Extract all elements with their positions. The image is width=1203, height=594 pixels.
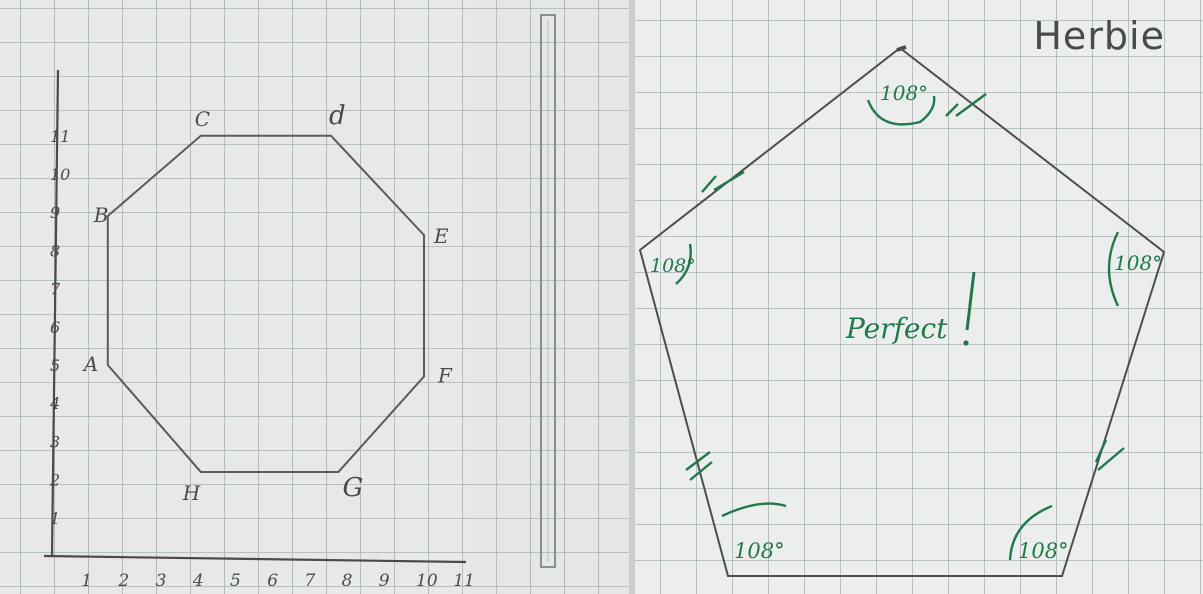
vertex-label: d [329,101,346,131]
x-tick-label: 4 [192,571,204,591]
y-axis-ticks: 1 2 3 4 5 6 7 8 9 10 11 [49,127,70,528]
vertex-label: C [195,107,210,131]
octagon-outline [106,134,425,473]
y-tick-label: 6 [50,318,60,337]
angle-label-bottom-right: 108° [1018,539,1069,563]
y-tick-label: 10 [50,165,70,184]
perfect-note: Perfect [845,271,976,346]
right-page [629,0,1203,594]
vertex-label: G [342,473,363,503]
x-tick-label: 2 [117,571,129,591]
angle-arcs [675,95,1120,561]
angle-labels: 108° 108° 108° 108° 108° [650,81,1162,563]
x-tick-label: 3 [156,571,167,591]
left-page [0,0,470,594]
y-tick-label: 7 [50,280,61,299]
x-tick-label: 8 [342,571,353,591]
angle-label-left: 108° [650,255,696,277]
angle-label-right: 108° [1114,251,1162,275]
y-tick-label: 4 [49,394,60,413]
x-tick-label: 11 [453,571,475,591]
axes [43,69,467,564]
vertex-label: H [182,481,201,505]
y-tick-label: 5 [50,356,60,375]
perfect-text: Perfect [845,312,948,345]
watermark-text: Herbie [1033,14,1165,58]
y-tick-label: 9 [50,203,60,222]
y-tick-label: 11 [50,127,70,146]
vertex-label: F [437,363,453,387]
y-tick-label: 3 [50,432,60,451]
middle-page [470,0,632,594]
y-tick-label: 1 [50,509,60,528]
vertex-label: E [433,224,449,248]
x-tick-label: 7 [304,571,315,591]
angle-label-bottom-left: 108° [734,539,785,563]
vertex-label: B [93,203,109,227]
equal-side-ticks [685,93,1125,481]
vertex-label: A [82,352,98,376]
y-tick-label: 8 [50,241,60,260]
x-tick-label: 6 [267,571,278,591]
x-axis-ticks: 1 2 3 4 5 6 7 8 9 10 11 [81,571,475,591]
pentagon [638,45,1166,577]
x-tick-label: 5 [230,571,241,591]
angle-label-top: 108° [880,81,928,105]
y-tick-label: 2 [49,471,60,490]
x-tick-label: 1 [81,571,92,591]
x-tick-label: 9 [379,571,390,591]
x-tick-label: 10 [416,571,438,591]
